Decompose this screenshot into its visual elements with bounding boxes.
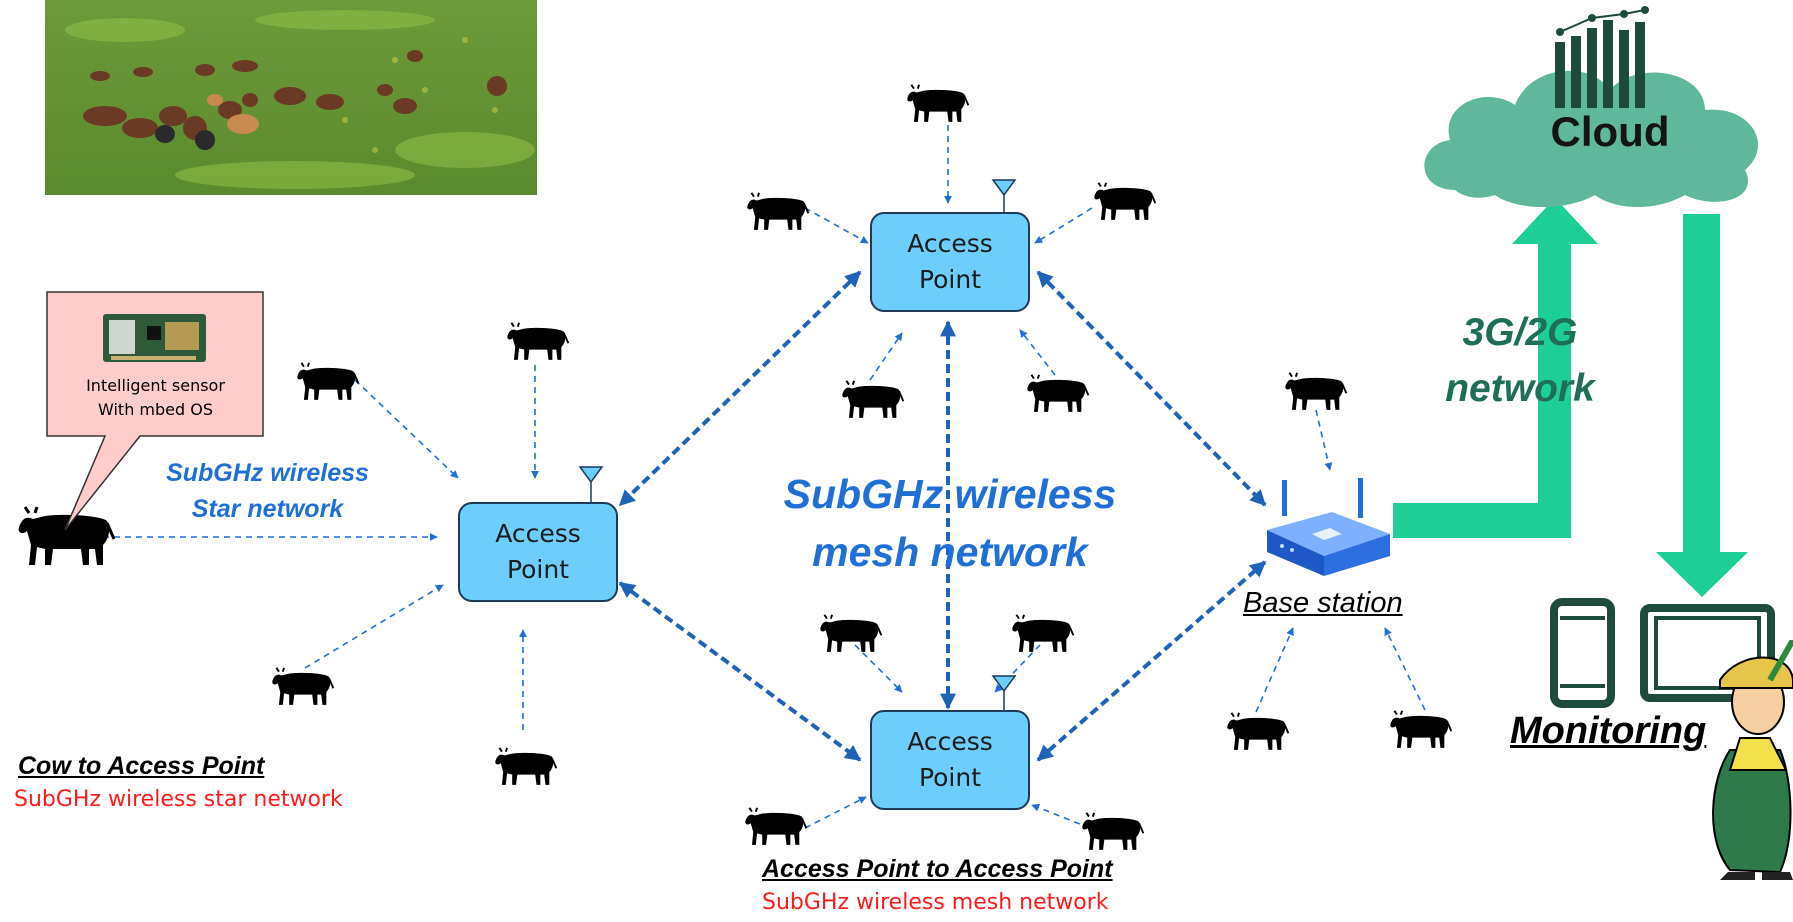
- cow-icon: [270, 665, 335, 709]
- pasture-photo: [45, 0, 537, 195]
- base-station-label: Base station: [1243, 587, 1403, 619]
- mesh-label-line2: mesh network: [812, 529, 1088, 575]
- legend-ap-subtitle: SubGHz wireless mesh network: [762, 890, 1109, 915]
- cow-icon: [818, 612, 883, 656]
- smartphone-icon: [1550, 598, 1615, 708]
- cow-icon: [15, 505, 116, 569]
- access-point-label: Point: [506, 555, 570, 584]
- cloud-icon: [1424, 70, 1759, 208]
- router-icon: [1267, 478, 1390, 576]
- cow-icon: [493, 745, 558, 789]
- cow-icon: [1225, 710, 1290, 754]
- cow-icon: [1388, 708, 1453, 752]
- cow-icon: [1092, 180, 1157, 224]
- legend-cow-title: Cow to Access Point: [18, 752, 265, 780]
- access-point-label: Access: [495, 519, 581, 548]
- sensor-callout: [46, 291, 264, 531]
- cow-icon: [505, 320, 570, 364]
- cow-icon: [745, 190, 810, 234]
- cellular-network-label: 3G/2G network: [1420, 305, 1620, 417]
- legend-ap-title: Access Point to Access Point: [762, 855, 1113, 883]
- sensor-board-icon: [103, 314, 206, 362]
- cloud-label: Cloud: [1550, 108, 1670, 155]
- mesh-label-line1: SubGHz wireless: [783, 471, 1117, 517]
- cow-icon: [840, 378, 905, 422]
- star-network-label: SubGHz wireless Star network: [135, 455, 400, 527]
- antenna-icon: [578, 179, 1017, 711]
- callout-line1: Intelligent sensor: [86, 376, 225, 395]
- cow-icon: [295, 360, 360, 404]
- access-point-label: Access: [907, 727, 993, 756]
- farmer-icon: [1712, 640, 1793, 880]
- cellular-label-line1: 3G/2G: [1462, 311, 1578, 354]
- access-point-label: Access: [907, 229, 993, 258]
- star-links: [103, 125, 1426, 829]
- star-label-line1: SubGHz wireless: [166, 459, 369, 487]
- downlink-arrow: [1656, 214, 1748, 597]
- data-center-icon: [1555, 6, 1649, 108]
- monitoring-label: Monitoring: [1510, 710, 1707, 752]
- cow-icon: [1025, 372, 1090, 416]
- mesh-network-label: SubGHz wireless mesh network: [770, 465, 1130, 581]
- uplink-arrow: [1393, 198, 1598, 538]
- callout-text: Intelligent sensor With mbed OS: [47, 374, 264, 424]
- cellular-label-line2: network: [1445, 367, 1595, 410]
- access-point-label: Point: [918, 763, 982, 792]
- cow-icon: [1010, 612, 1075, 656]
- access-point-label: Point: [918, 265, 982, 294]
- callout-line2: With mbed OS: [98, 400, 213, 419]
- star-label-line2: Star network: [191, 495, 344, 523]
- legend-cow-subtitle: SubGHz wireless star network: [14, 787, 343, 812]
- mesh-links: [618, 270, 1267, 762]
- cow-icon: [905, 82, 970, 126]
- cow-icon: [1080, 810, 1145, 854]
- cow-icon: [743, 805, 808, 849]
- cow-icon: [1283, 370, 1348, 414]
